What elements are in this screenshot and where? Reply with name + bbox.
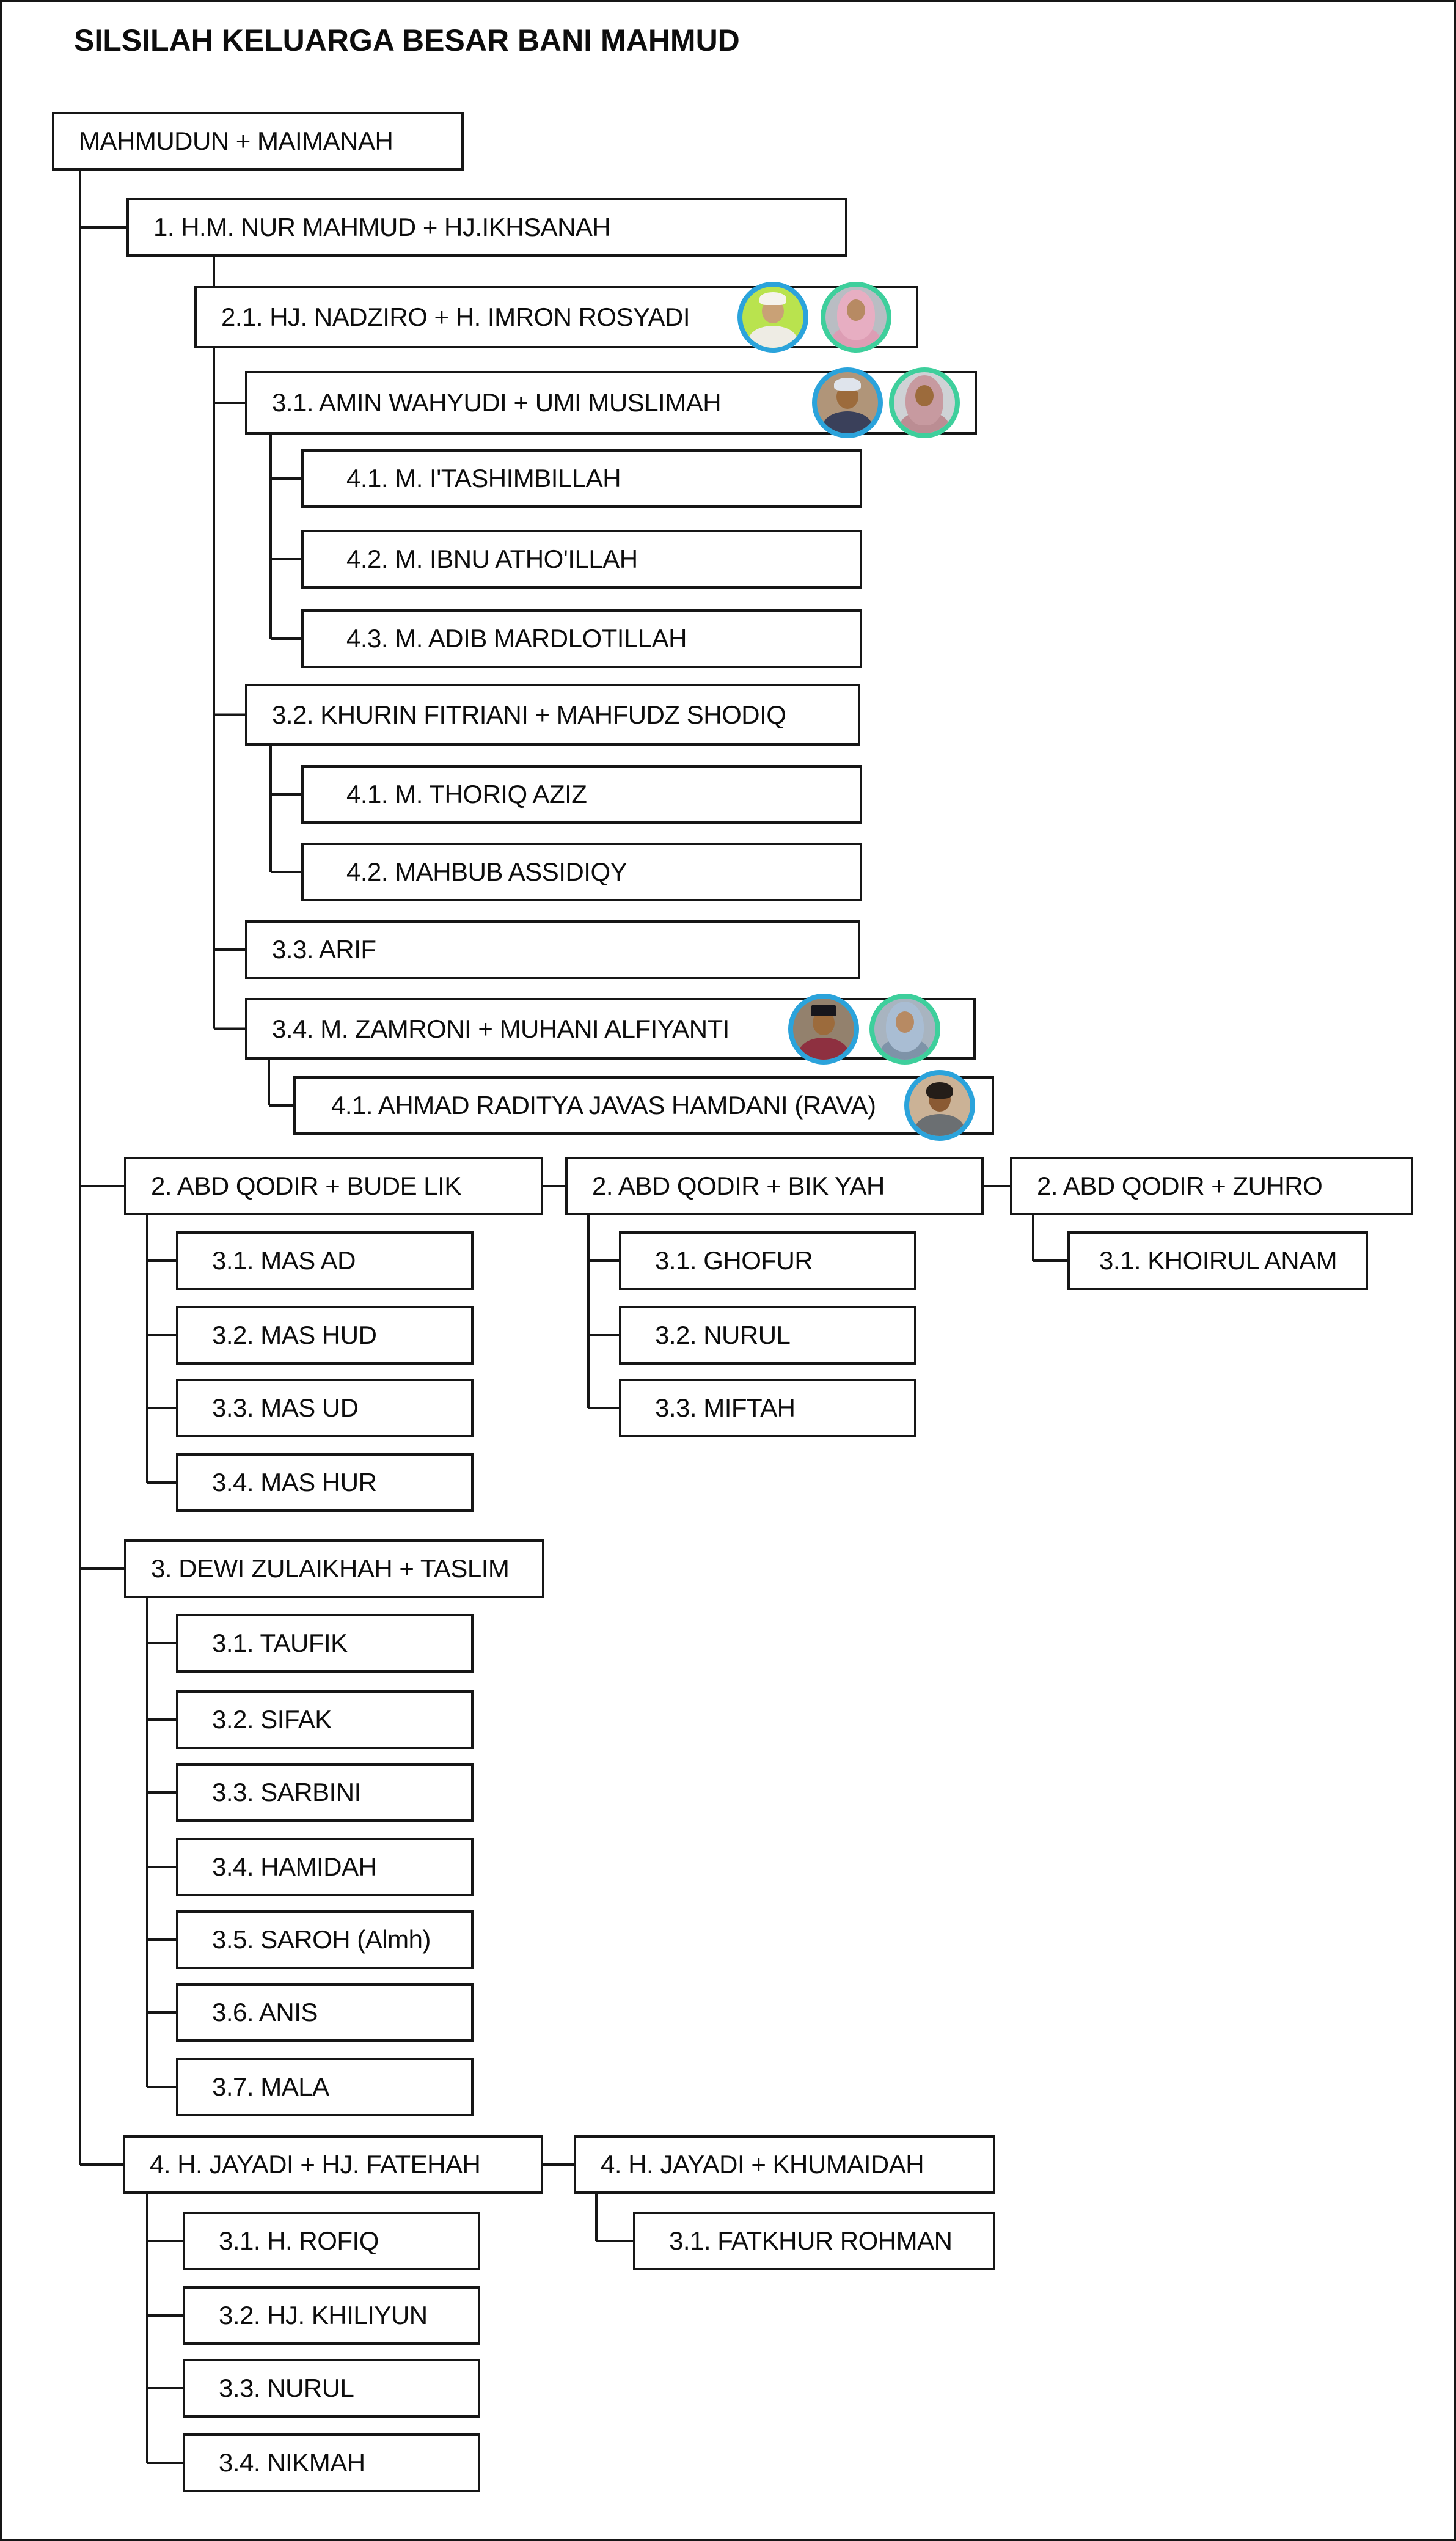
tree-box-itashim: 4.1. M. I'TASHIMBILLAH	[301, 449, 862, 508]
tree-box-label: MAHMUDUN + MAIMANAH	[79, 127, 393, 155]
tree-box-label: 3. DEWI ZULAIKHAH + TASLIM	[151, 1554, 510, 1583]
tree-box-label: 3.1. MAS AD	[212, 1246, 356, 1275]
tree-box-arif: 3.3. ARIF	[245, 920, 860, 979]
tree-box-label: 2. ABD QODIR + BUDE LIK	[151, 1172, 461, 1200]
tree-box-adib: 4.3. M. ADIB MARDLOTILLAH	[301, 609, 862, 668]
tree-box-qodir1: 2. ABD QODIR + BUDE LIK	[124, 1157, 543, 1216]
tree-box-label: 3.7. MALA	[212, 2072, 329, 2101]
tree-box-ghofur: 3.1. GHOFUR	[619, 1231, 916, 1290]
tree-box-label: 3.1. TAUFIK	[212, 1629, 348, 1657]
tree-box-label: 3.4. NIKMAH	[219, 2448, 365, 2477]
tree-box-label: 4.3. M. ADIB MARDLOTILLAH	[346, 624, 687, 653]
tree-box-label: 3.2. HJ. KHILIYUN	[219, 2301, 428, 2330]
tree-box-label: 3.3. ARIF	[272, 935, 376, 964]
tree-box-mahmudun: MAHMUDUN + MAIMANAH	[52, 112, 464, 170]
tree-box-sarbini: 3.3. SARBINI	[176, 1763, 474, 1822]
photo-m-zamroni	[788, 993, 859, 1065]
tree-box-hamidah: 3.4. HAMIDAH	[176, 1838, 474, 1896]
tree-box-label: 3.3. MIFTAH	[655, 1393, 796, 1422]
tree-box-khiliyun: 3.2. HJ. KHILIYUN	[183, 2286, 480, 2345]
photo-muhani-alfiyanti	[869, 993, 940, 1065]
tree-box-label: 2. ABD QODIR + BIK YAH	[592, 1172, 885, 1200]
tree-box-label: 2.1. HJ. NADZIRO + H. IMRON ROSYADI	[221, 302, 690, 331]
tree-box-label: 3.2. KHURIN FITRIANI + MAHFUDZ SHODIQ	[272, 700, 786, 729]
tree-box-nur: 1. H.M. NUR MAHMUD + HJ.IKHSANAH	[126, 198, 847, 257]
tree-box-anis: 3.6. ANIS	[176, 1983, 474, 2042]
photo-rava	[904, 1070, 975, 1141]
tree-box-label: 3.1. AMIN WAHYUDI + UMI MUSLIMAH	[272, 388, 722, 417]
photo-hj-nadziro	[821, 282, 891, 353]
tree-box-taufik: 3.1. TAUFIK	[176, 1614, 474, 1673]
photo-h-imron-rosyadi	[737, 282, 808, 353]
tree-box-label: 3.4. HAMIDAH	[212, 1852, 377, 1881]
tree-box-label: 3.3. MAS UD	[212, 1393, 359, 1422]
tree-box-mashur: 3.4. MAS HUR	[176, 1453, 474, 1512]
tree-box-saroh: 3.5. SAROH (Almh)	[176, 1910, 474, 1969]
tree-box-label: 3.6. ANIS	[212, 1998, 318, 2026]
tree-box-label: 3.1. FATKHUR ROHMAN	[669, 2226, 953, 2255]
tree-box-label: 3.2. NURUL	[655, 1321, 791, 1349]
tree-box-label: 3.3. NURUL	[219, 2374, 354, 2402]
tree-box-label: 1. H.M. NUR MAHMUD + HJ.IKHSANAH	[153, 213, 611, 241]
photo-amin-wahyudi	[812, 367, 883, 438]
tree-box-rava: 4.1. AHMAD RADITYA JAVAS HAMDANI (RAVA)	[293, 1076, 994, 1135]
tree-box-label: 4.2. MAHBUB ASSIDIQY	[346, 857, 627, 886]
tree-box-sifak: 3.2. SIFAK	[176, 1690, 474, 1749]
tree-box-label: 3.4. MAS HUR	[212, 1468, 377, 1497]
photo-umi-muslimah	[889, 367, 960, 438]
tree-box-fatkhur: 3.1. FATKHUR ROHMAN	[633, 2212, 995, 2270]
tree-box-label: 4.1. M. THORIQ AZIZ	[346, 780, 587, 809]
tree-box-khoirul: 3.1. KHOIRUL ANAM	[1067, 1231, 1368, 1290]
tree-box-label: 3.2. MAS HUD	[212, 1321, 377, 1349]
tree-box-label: 4.1. AHMAD RADITYA JAVAS HAMDANI (RAVA)	[331, 1091, 876, 1120]
tree-box-label: 3.5. SAROH (Almh)	[212, 1925, 431, 1954]
tree-box-label: 4.1. M. I'TASHIMBILLAH	[346, 464, 621, 493]
tree-box-mala: 3.7. MALA	[176, 2058, 474, 2116]
tree-box-mashud: 3.2. MAS HUD	[176, 1306, 474, 1365]
tree-box-masud: 3.3. MAS UD	[176, 1379, 474, 1437]
tree-box-label: 3.3. SARBINI	[212, 1778, 361, 1806]
tree-box-label: 3.1. GHOFUR	[655, 1246, 813, 1275]
tree-box-label: 3.4. M. ZAMRONI + MUHANI ALFIYANTI	[272, 1014, 730, 1043]
tree-box-label: 4. H. JAYADI + HJ. FATEHAH	[150, 2150, 481, 2179]
tree-box-nadziro: 2.1. HJ. NADZIRO + H. IMRON ROSYADI	[194, 286, 918, 348]
tree-box-label: 4. H. JAYADI + KHUMAIDAH	[601, 2150, 924, 2179]
tree-box-label: 3.2. SIFAK	[212, 1705, 332, 1734]
tree-box-nikmah: 3.4. NIKMAH	[183, 2433, 480, 2492]
tree-box-rofiq: 3.1. H. ROFIQ	[183, 2212, 480, 2270]
tree-box-jayadi1: 4. H. JAYADI + HJ. FATEHAH	[123, 2135, 543, 2194]
tree-box-label: 2. ABD QODIR + ZUHRO	[1037, 1172, 1323, 1200]
tree-box-nurul3: 3.3. NURUL	[183, 2359, 480, 2418]
tree-box-zamroni: 3.4. M. ZAMRONI + MUHANI ALFIYANTI	[245, 998, 976, 1060]
tree-box-label: 3.1. H. ROFIQ	[219, 2226, 379, 2255]
tree-box-nurul2: 3.2. NURUL	[619, 1306, 916, 1365]
tree-box-label: 4.2. M. IBNU ATHO'ILLAH	[346, 544, 638, 573]
diagram-title: SILSILAH KELUARGA BESAR BANI MAHMUD	[74, 23, 740, 57]
tree-box-khurin: 3.2. KHURIN FITRIANI + MAHFUDZ SHODIQ	[245, 684, 860, 746]
tree-box-label: 3.1. KHOIRUL ANAM	[1099, 1246, 1337, 1275]
tree-box-qodir3: 2. ABD QODIR + ZUHRO	[1010, 1157, 1413, 1216]
tree-box-dewi: 3. DEWI ZULAIKHAH + TASLIM	[124, 1539, 544, 1598]
tree-box-masad: 3.1. MAS AD	[176, 1231, 474, 1290]
tree-box-qodir2: 2. ABD QODIR + BIK YAH	[565, 1157, 984, 1216]
tree-box-ibnu: 4.2. M. IBNU ATHO'ILLAH	[301, 530, 862, 588]
tree-box-mahbub: 4.2. MAHBUB ASSIDIQY	[301, 843, 862, 901]
tree-box-thoriq: 4.1. M. THORIQ AZIZ	[301, 765, 862, 824]
tree-box-jayadi2: 4. H. JAYADI + KHUMAIDAH	[574, 2135, 995, 2194]
tree-box-miftah: 3.3. MIFTAH	[619, 1379, 916, 1437]
